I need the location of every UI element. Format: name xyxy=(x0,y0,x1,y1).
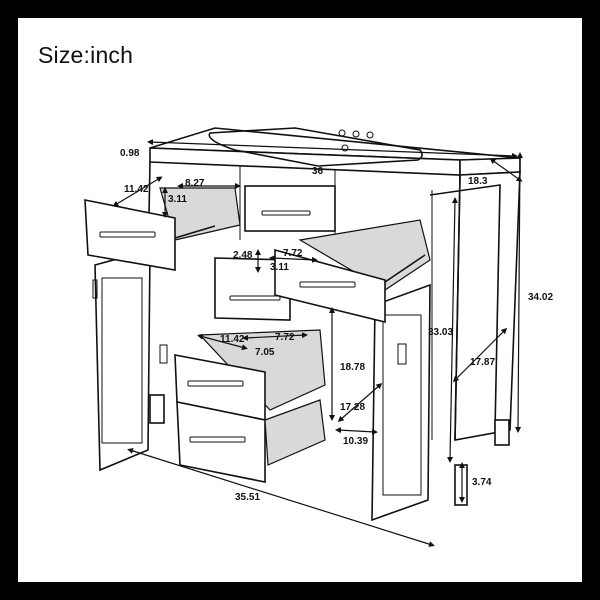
faucet-holes xyxy=(338,129,374,139)
dim-drawer-tl-depth: 11.42 xyxy=(124,184,149,195)
dim-top-thickness: 0.98 xyxy=(120,148,140,159)
dim-total-height: 34.02 xyxy=(528,292,553,303)
dim-door-opening-width: 10.39 xyxy=(343,436,368,447)
closed-drawer-top-center xyxy=(244,185,336,232)
dim-base-width: 35.51 xyxy=(235,492,260,503)
dim-top-depth: 18.3 xyxy=(468,176,488,187)
dim-drawer-bl-depth: 11.42 xyxy=(220,334,245,345)
left-door xyxy=(92,248,168,472)
dimension-labels: 0.98 36 18.3 34.02 33.03 17.87 3.74 35.5… xyxy=(120,148,553,503)
dim-drawer-bl-width-b: 7.05 xyxy=(255,347,275,358)
dim-drawer-bl-width-a: 7.72 xyxy=(275,332,295,343)
dim-drawer-tl-width: 8.27 xyxy=(185,178,205,189)
dimension-lines xyxy=(112,139,523,547)
dim-door-opening-height: 18.78 xyxy=(340,362,365,373)
dim-drawer-mid-width: 7.72 xyxy=(283,248,303,259)
size-unit-title: Size:inch xyxy=(38,42,134,68)
dim-drawer-mid-height-a: 2.48 xyxy=(233,250,253,261)
dim-door-opening-depth: 17.28 xyxy=(340,402,365,413)
dim-leg-height: 3.74 xyxy=(472,477,492,488)
open-drawer-center xyxy=(214,257,291,321)
dim-top-width: 36 xyxy=(312,166,324,177)
open-drawer-bottom xyxy=(174,329,326,483)
dim-side-depth: 17.87 xyxy=(470,357,495,368)
dim-cabinet-height: 33.03 xyxy=(428,327,453,338)
dim-drawer-tl-height: 3.11 xyxy=(168,194,187,205)
open-drawer-right xyxy=(274,219,431,324)
dim-drawer-mid-height-b: 3.11 xyxy=(270,262,289,273)
